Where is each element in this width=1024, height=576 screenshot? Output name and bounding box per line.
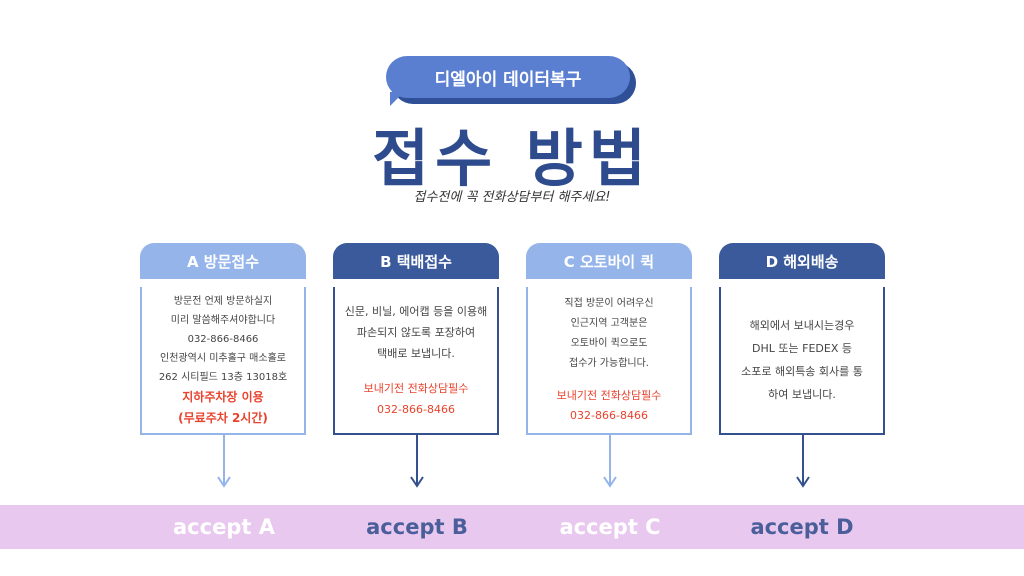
brand-badge: 디엘아이 데이터복구	[386, 56, 638, 110]
card-b-line-1: 신문, 비닐, 에어캡 등을 이용해	[344, 304, 488, 318]
card-d-title: D 해외배송	[719, 243, 885, 279]
accept-b-label: accept B	[366, 515, 468, 539]
card-a: A 방문접수 방문전 언제 방문하실지 미리 말씀해주셔야합니다 032-866…	[140, 243, 306, 435]
page-title: 접수 방법	[372, 122, 652, 195]
card-d: D 해외배송 해외에서 보내시는경우 DHL 또는 FEDEX 등 소포로 해외…	[719, 243, 885, 435]
card-a-line-2: 미리 말씀해주셔야합니다	[170, 314, 276, 326]
card-c-phone: 032-866-8466	[570, 409, 648, 422]
card-d-body: 해외에서 보내시는경우 DHL 또는 FEDEX 등 소포로 해외특송 회사를 …	[719, 287, 885, 435]
accept-c-label: accept C	[559, 515, 661, 539]
card-c-line-4: 접수가 가능합니다.	[569, 358, 649, 369]
card-a-parking: 지하주차장 이용	[182, 389, 264, 404]
card-b-phone: 032-866-8466	[377, 402, 455, 416]
card-a-address-2: 262 시티필드 13층 13018호	[158, 371, 288, 383]
card-c-line-2: 인근지역 고객분은	[570, 318, 648, 329]
card-c-body: 직접 방문이 어려우신 인근지역 고객분은 오토바이 퀵으로도 접수가 가능합니…	[526, 287, 692, 435]
card-b-notice: 보내기전 전화상담필수	[363, 381, 469, 395]
card-a-address-1: 인천광역시 미추홀구 매소홀로	[160, 352, 286, 364]
card-c-title: C 오토바이 퀵	[526, 243, 692, 279]
card-c-line-3: 오토바이 퀵으로도	[570, 338, 648, 349]
arrow-down-icon	[410, 433, 424, 488]
card-d-line-3: 소포로 해외특송 회사를 통	[741, 365, 863, 378]
accept-bar	[0, 505, 1024, 549]
card-a-line-1: 방문전 언제 방문하실지	[173, 295, 273, 307]
accept-a-label: accept A	[173, 515, 275, 539]
card-b-line-3: 택배로 보냅니다.	[377, 346, 455, 360]
page-subtitle: 접수전에 꼭 전화상담부터 해주세요!	[413, 190, 611, 205]
card-d-line-1: 해외에서 보내시는경우	[749, 319, 855, 332]
arrow-down-icon	[603, 433, 617, 488]
card-a-title: A 방문접수	[140, 243, 306, 279]
card-a-phone: 032-866-8466	[187, 333, 259, 345]
card-a-parking-free: (무료주차 2시간)	[178, 410, 268, 425]
card-d-line-2: DHL 또는 FEDEX 등	[752, 342, 852, 355]
card-b: B 택배접수 신문, 비닐, 에어캡 등을 이용해 파손되지 않도록 포장하여 …	[333, 243, 499, 435]
arrow-down-icon	[796, 433, 810, 488]
card-a-body: 방문전 언제 방문하실지 미리 말씀해주셔야합니다 032-866-8466 인…	[140, 287, 306, 435]
card-b-line-2: 파손되지 않도록 포장하여	[356, 325, 476, 339]
card-c-notice: 보내기전 전화상담필수	[556, 389, 662, 402]
brand-badge-label: 디엘아이 데이터복구	[386, 56, 630, 98]
card-d-line-4: 하여 보냅니다.	[768, 388, 836, 401]
card-c-line-1: 직접 방문이 어려우신	[564, 298, 654, 309]
card-b-title: B 택배접수	[333, 243, 499, 279]
card-b-body: 신문, 비닐, 에어캡 등을 이용해 파손되지 않도록 포장하여 택배로 보냅니…	[333, 287, 499, 435]
accept-d-label: accept D	[750, 515, 854, 539]
arrow-down-icon	[217, 433, 231, 488]
card-c: C 오토바이 퀵 직접 방문이 어려우신 인근지역 고객분은 오토바이 퀵으로도…	[526, 243, 692, 435]
